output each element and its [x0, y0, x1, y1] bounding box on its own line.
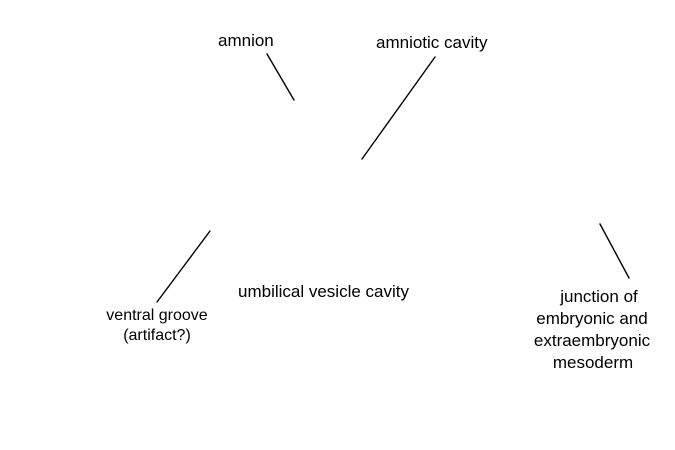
leader-line-amniotic-cavity — [361, 56, 436, 160]
leader-line-junction — [599, 223, 630, 279]
label-ventral-groove-line-1: ventral groove — [106, 307, 208, 324]
leader-line-ventral-groove — [156, 230, 211, 303]
label-amnion: amnion — [218, 31, 274, 50]
label-junction-mesoderm: junction of embryonic and extraembryonic… — [522, 286, 662, 374]
label-umbilical-vesicle-cavity: umbilical vesicle cavity — [238, 282, 409, 301]
label-junction-line-3: extraembryonic — [533, 331, 651, 351]
label-junction-line-2: embryonic and — [536, 309, 648, 329]
label-ventral-groove: ventral groove (artifact?) — [92, 306, 222, 346]
label-ventral-groove-line-2: (artifact?) — [123, 327, 191, 344]
label-amniotic-cavity: amniotic cavity — [376, 33, 488, 52]
leader-line-amnion — [266, 53, 295, 101]
label-junction-line-1: junction of — [560, 287, 638, 306]
label-junction-line-4: mesoderm — [552, 353, 634, 373]
